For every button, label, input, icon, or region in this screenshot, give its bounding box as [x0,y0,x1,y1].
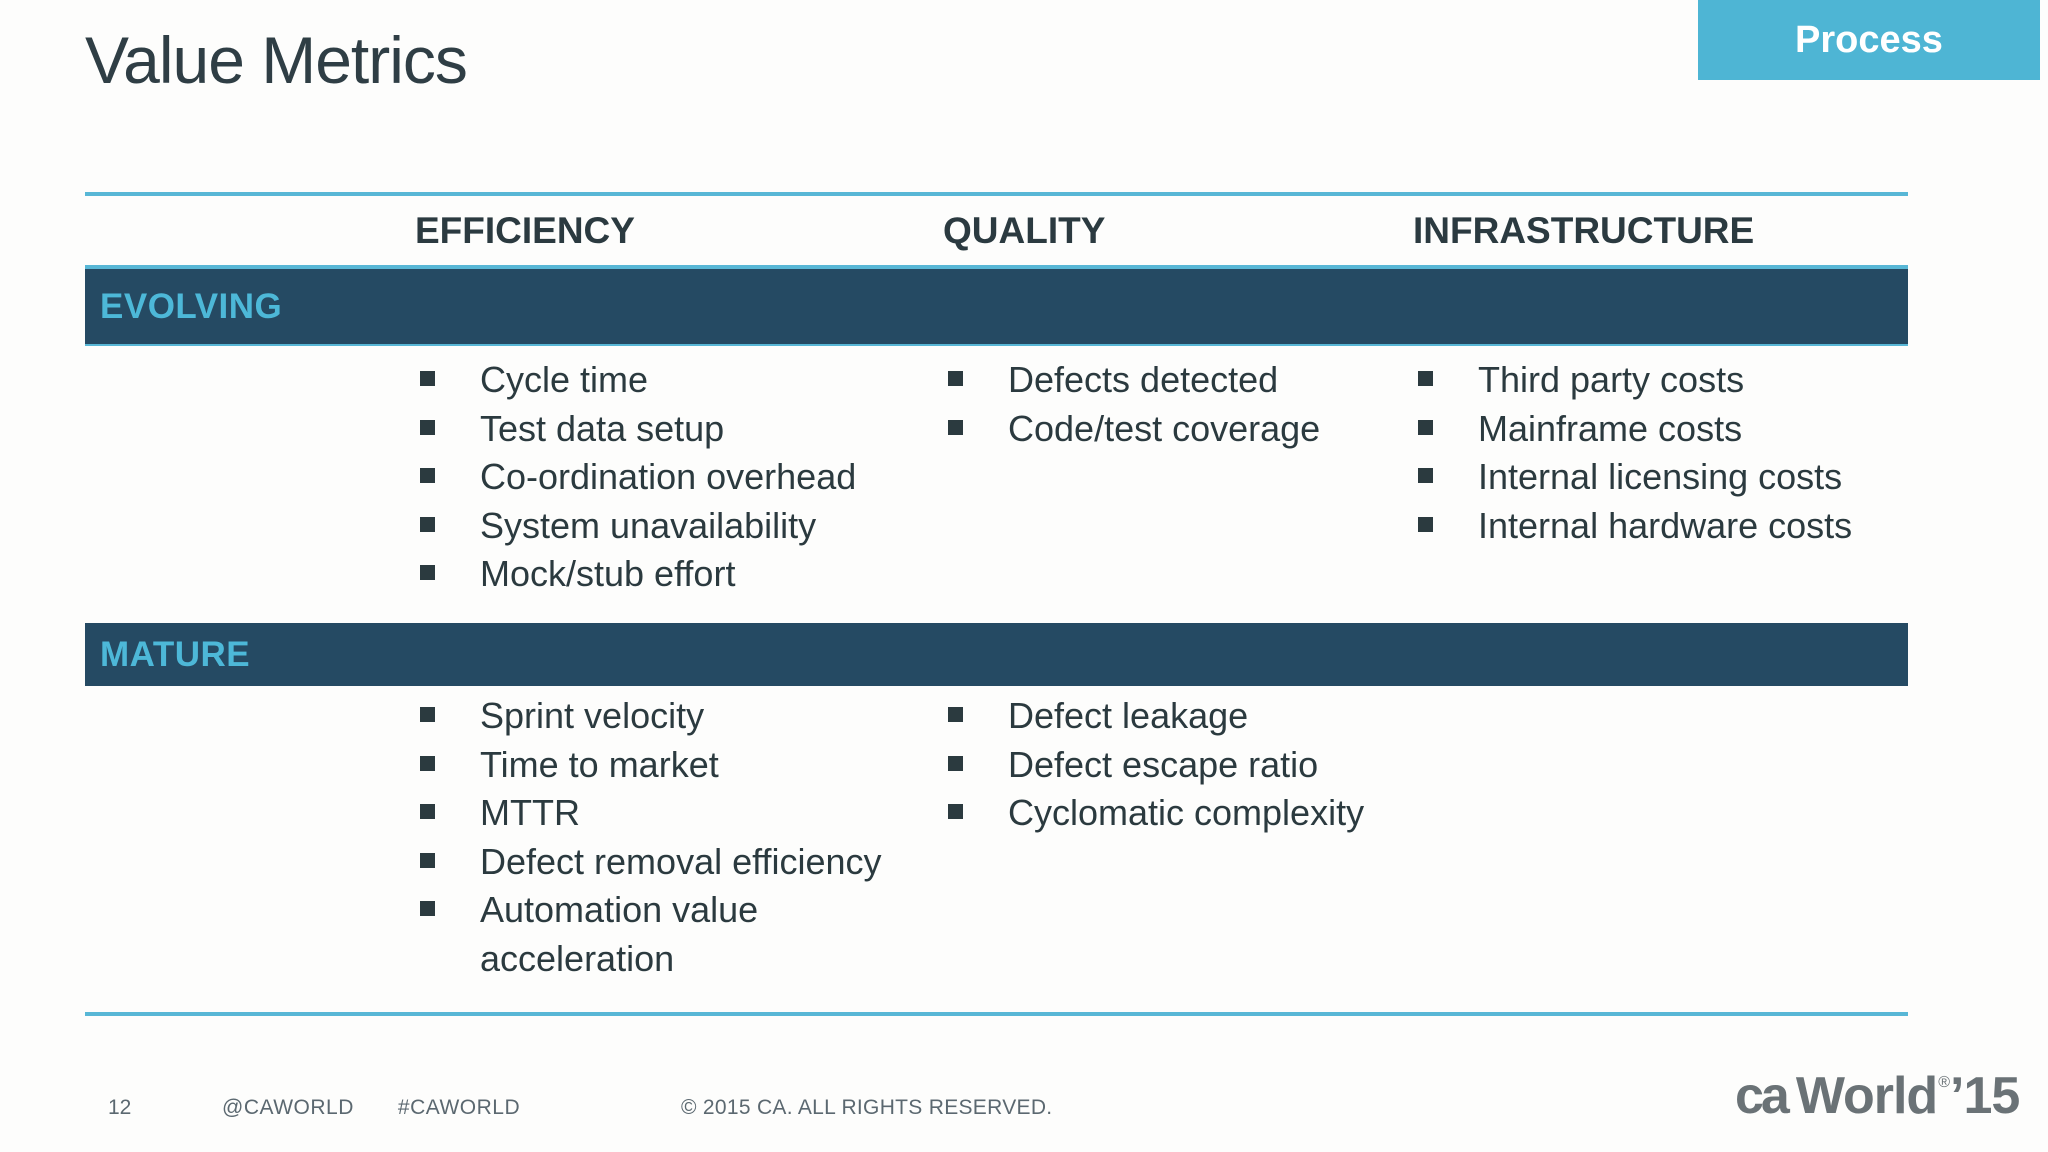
row-band-mature: MATURE [85,623,1908,686]
list-item: Defects detected [943,356,1408,405]
process-tag-label: Process [1795,18,1943,61]
list-item: Defect escape ratio [943,741,1408,790]
registered-mark-icon: ® [1938,1074,1950,1091]
evolving-quality-list: Defects detected Code/test coverage [943,356,1408,453]
list-item: Mock/stub effort [415,550,945,599]
logo-year: ’15 [1950,1067,2020,1125]
list-item: System unavailability [415,502,945,551]
list-item: Internal licensing costs [1413,453,1913,502]
list-item: Defect leakage [943,692,1408,741]
list-item: Automation value acceleration [415,886,945,983]
twitter-handle: @CAWORLD [222,1096,354,1119]
row-band-evolving: EVOLVING [85,269,1908,346]
slide-number: 12 [108,1096,132,1119]
table-header-row: EFFICIENCY QUALITY INFRASTRUCTURE [85,196,1908,265]
table-header-rule [85,265,1908,269]
list-item: MTTR [415,789,945,838]
process-tag: Process [1698,0,2040,80]
column-header-infrastructure: INFRASTRUCTURE [1413,210,1755,251]
mature-efficiency-list: Sprint velocity Time to market MTTR Defe… [415,692,945,983]
logo-name: World [1795,1067,1938,1125]
list-item: Internal hardware costs [1413,502,1913,551]
list-item: Cycle time [415,356,945,405]
list-item: Mainframe costs [1413,405,1913,454]
list-item: Third party costs [1413,356,1913,405]
list-item: Code/test coverage [943,405,1408,454]
row-label-mature: MATURE [100,634,251,674]
list-item: Co-ordination overhead [415,453,945,502]
list-item: Defect removal efficiency [415,838,945,887]
logo-brand: ca [1735,1067,1790,1125]
table-top-rule [85,192,1908,196]
social-handles: @CAWORLD #CAWORLD [222,1096,520,1120]
column-header-efficiency: EFFICIENCY [415,210,635,251]
row-label-evolving: EVOLVING [100,286,283,326]
evolving-efficiency-list: Cycle time Test data setup Co-ordination… [415,356,945,599]
copyright-notice: © 2015 CA. ALL RIGHTS RESERVED. [681,1096,1053,1119]
list-item: Sprint velocity [415,692,945,741]
table-bottom-rule [85,1012,1908,1016]
evolving-infrastructure-list: Third party costs Mainframe costs Intern… [1413,356,1913,550]
page-title: Value Metrics [85,23,468,97]
list-item: Time to market [415,741,945,790]
list-item: Cyclomatic complexity [943,789,1408,838]
mature-quality-list: Defect leakage Defect escape ratio Cyclo… [943,692,1408,838]
column-header-quality: QUALITY [943,210,1106,251]
list-item: Test data setup [415,405,945,454]
hashtag: #CAWORLD [397,1096,521,1119]
